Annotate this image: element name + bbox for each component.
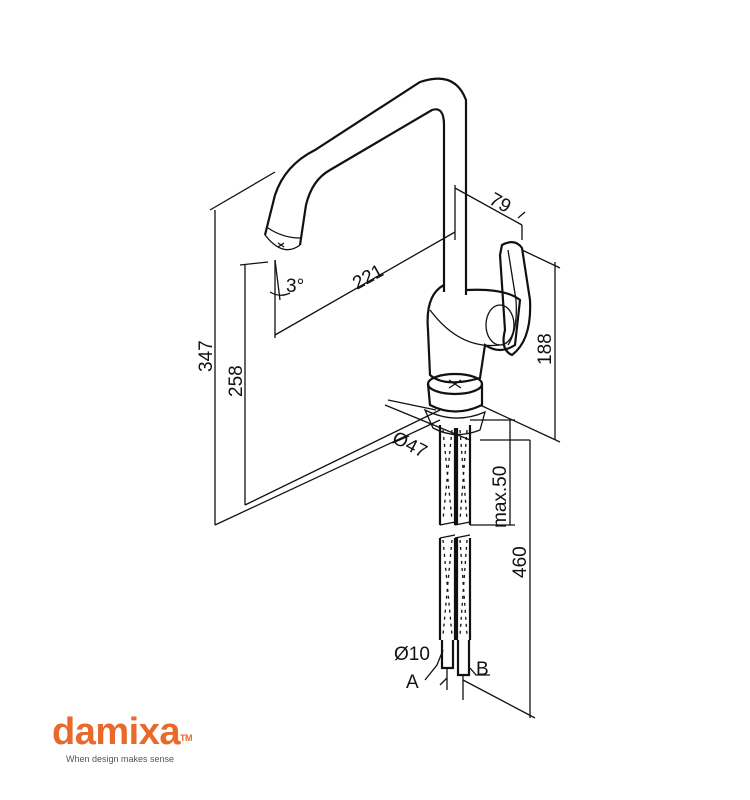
faucet-base	[423, 372, 486, 436]
dim-spout-angle: 3°	[286, 276, 304, 297]
label-hose-a: A	[406, 672, 419, 693]
dim-handle-height: 188	[535, 333, 556, 365]
dim-hose-length: 460	[510, 546, 531, 578]
supply-hoses	[438, 425, 472, 700]
faucet-spout	[263, 77, 468, 295]
dim-total-height: 347	[196, 340, 217, 372]
dim-max-deck: max.50	[490, 466, 511, 528]
dim-hose-diameter: Ø10	[394, 644, 430, 665]
damixa-logo: damixaTM When design makes sense	[52, 712, 192, 764]
dimension-lines	[209, 171, 561, 719]
dim-base-diameter: Ø47	[389, 428, 431, 463]
faucet-handle	[498, 241, 532, 357]
faucet-body	[426, 284, 522, 384]
logo-brand: damixa	[52, 711, 180, 753]
dim-spout-height: 258	[226, 365, 247, 397]
logo-trademark: TM	[179, 733, 193, 743]
logo-tagline: When design makes sense	[66, 754, 175, 764]
dim-handle-depth: 79	[486, 189, 515, 218]
label-hose-b: B	[476, 659, 489, 680]
